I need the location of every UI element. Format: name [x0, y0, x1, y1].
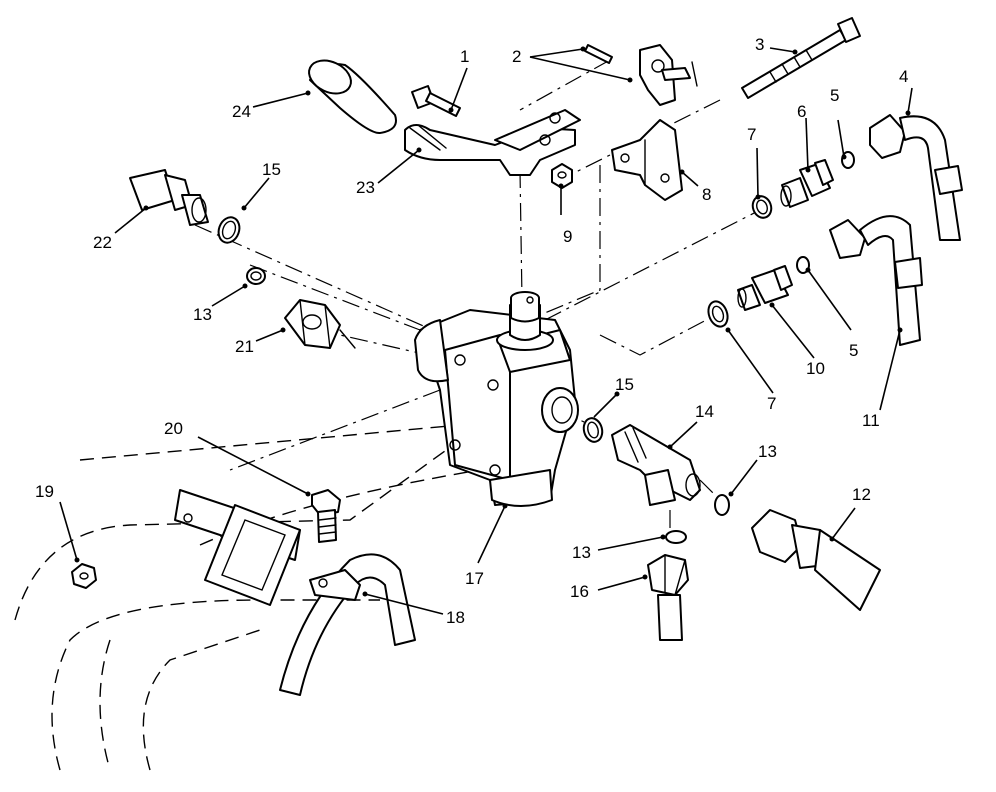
callout-5-top: 5 [830, 86, 839, 105]
handle-lever [404, 109, 581, 176]
callout-3: 3 [755, 35, 764, 54]
callout-19: 19 [35, 482, 54, 501]
callout-10: 10 [806, 359, 825, 378]
valve-body [414, 291, 579, 507]
callout-13-left: 13 [193, 305, 212, 324]
callout-1: 1 [460, 47, 469, 66]
fitting-left [129, 169, 209, 226]
clevis-and-pins [584, 44, 698, 106]
adapter-10 [737, 265, 793, 311]
bolt-20 [311, 489, 341, 543]
callout-5-bottom: 5 [849, 341, 858, 360]
clamp-and-tube [279, 553, 416, 696]
callout-23: 23 [356, 178, 375, 197]
callout-17: 17 [465, 569, 484, 588]
callout-9: 9 [563, 227, 572, 246]
hose-11 [829, 215, 923, 346]
callout-20: 20 [164, 419, 183, 438]
frame-outline [14, 424, 481, 771]
callout-4: 4 [899, 67, 908, 86]
lever-nut [551, 163, 573, 189]
callout-18: 18 [446, 608, 465, 627]
callout-15-right: 15 [615, 375, 634, 394]
hose-12 [751, 509, 881, 611]
hose-4 [869, 114, 963, 241]
callout-2: 2 [512, 47, 521, 66]
callout-8: 8 [702, 185, 711, 204]
leader-dots [74, 46, 911, 597]
handle-knob [308, 59, 397, 135]
callout-7-bottom: 7 [767, 394, 776, 413]
assembly-centerlines [194, 59, 761, 540]
callout-14: 14 [695, 402, 714, 421]
hex-nut [284, 299, 356, 349]
nut-19 [71, 563, 97, 589]
long-bolt [741, 17, 861, 99]
callout-21: 21 [235, 337, 254, 356]
callout-15-left: 15 [262, 160, 281, 179]
callout-16: 16 [570, 582, 589, 601]
fitting-16 [647, 554, 689, 641]
frame-bracket [174, 489, 301, 606]
callout-13-right: 13 [758, 442, 777, 461]
mounting-bracket [611, 119, 683, 201]
callout-6: 6 [797, 102, 806, 121]
callout-labels: 1 2 3 4 5 5 6 7 7 8 9 10 11 12 13 13 13 … [35, 35, 908, 627]
callout-22: 22 [93, 233, 112, 252]
callout-12: 12 [852, 485, 871, 504]
callout-7-top: 7 [747, 125, 756, 144]
leader-lines [59, 47, 913, 615]
o-rings [217, 151, 855, 544]
callout-11: 11 [862, 411, 880, 430]
tee-fitting [611, 424, 701, 506]
adapter-6 [780, 159, 834, 208]
callout-24: 24 [232, 102, 251, 121]
callout-13-bottom: 13 [572, 543, 591, 562]
